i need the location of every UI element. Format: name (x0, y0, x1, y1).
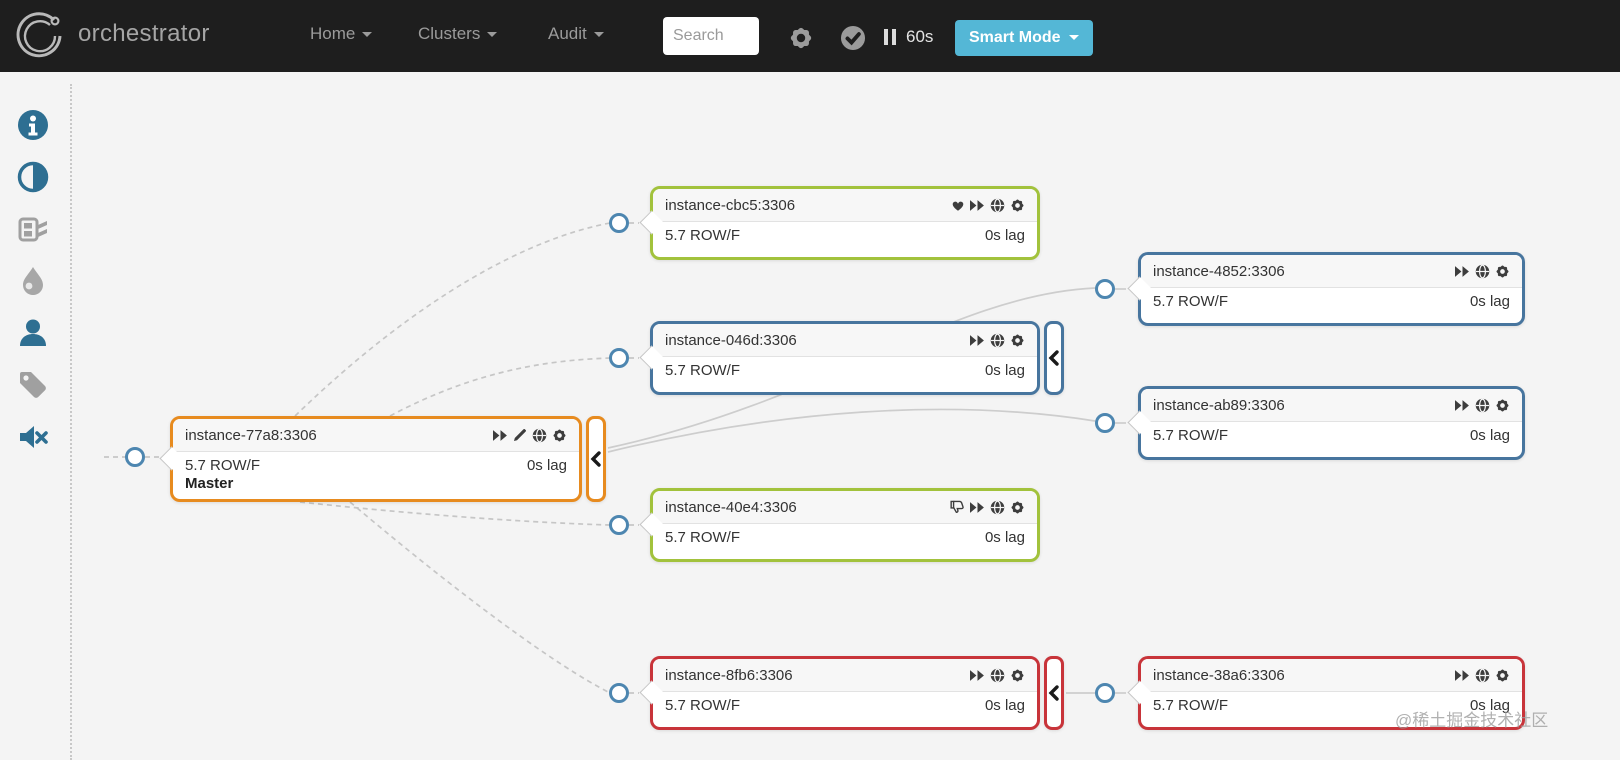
instance-version: 5.7 ROW/F (185, 457, 261, 474)
chevron-down-icon (593, 32, 604, 38)
globe-icon[interactable] (1475, 264, 1490, 279)
pencil-icon[interactable] (513, 428, 527, 442)
connector-circle (609, 213, 629, 233)
fast-forward-icon[interactable] (970, 334, 985, 347)
instance-title[interactable]: instance-77a8:3306 (185, 426, 317, 444)
instance-version: 5.7 ROW/F (1153, 697, 1229, 714)
gear-icon[interactable] (1010, 500, 1025, 515)
connector-circle (609, 515, 629, 535)
collapse-tab[interactable] (586, 416, 606, 502)
instance-lag: 0s lag (984, 362, 1025, 379)
top-navbar: orchestrator Home Clusters Audit 60s Sma… (0, 0, 1620, 72)
instance-node-master: instance-77a8:3306 5.7 ROW/F 0s lag Mast… (159, 416, 582, 502)
collapse-tab[interactable] (1044, 321, 1064, 395)
instance-title[interactable]: instance-046d:3306 (665, 331, 797, 349)
collapse-tab[interactable] (1044, 656, 1064, 730)
info-icon[interactable] (17, 109, 49, 141)
thumbs-down-icon[interactable] (950, 500, 965, 514)
gear-icon[interactable] (1495, 264, 1510, 279)
instance-lag: 0s lag (1469, 697, 1510, 714)
nav-clusters[interactable]: Clusters (418, 24, 498, 44)
fast-forward-icon[interactable] (970, 199, 985, 212)
orchestrator-logo-icon[interactable] (16, 11, 66, 61)
instance-title[interactable]: instance-ab89:3306 (1153, 396, 1285, 414)
instance-title[interactable]: instance-4852:3306 (1153, 262, 1285, 280)
refresh-interval: 60s (906, 27, 934, 46)
globe-icon[interactable] (1475, 668, 1490, 683)
sidebar-divider (70, 84, 72, 760)
globe-icon[interactable] (990, 668, 1005, 683)
connector-circle (1095, 413, 1115, 433)
connector-circle (609, 348, 629, 368)
chevron-down-icon (1068, 35, 1079, 41)
pool-drop-icon[interactable] (17, 265, 49, 297)
fast-forward-icon[interactable] (1455, 399, 1470, 412)
instance-title[interactable]: instance-8fb6:3306 (665, 666, 793, 684)
fast-forward-icon[interactable] (493, 429, 508, 442)
user-icon[interactable] (17, 317, 49, 349)
connector-circle (609, 683, 629, 703)
instance-lag: 0s lag (526, 457, 567, 474)
chevron-down-icon (362, 32, 373, 38)
globe-icon[interactable] (990, 198, 1005, 213)
instance-node: instance-4852:3306 5.7 ROW/F 0s lag (1127, 252, 1525, 326)
gear-icon[interactable] (1010, 198, 1025, 213)
instance-version: 5.7 ROW/F (665, 227, 741, 244)
instance-version: 5.7 ROW/F (665, 529, 741, 546)
search-input[interactable] (663, 17, 759, 55)
chevron-down-icon (487, 32, 498, 38)
tags-icon[interactable] (17, 369, 49, 401)
pause-icon[interactable] (884, 29, 898, 45)
instance-node: instance-ab89:3306 5.7 ROW/F 0s lag (1127, 386, 1525, 460)
instance-node: instance-cbc5:3306 5.7 ROW/F 0s lag (639, 186, 1040, 260)
instance-version: 5.7 ROW/F (1153, 427, 1229, 444)
connector-circle (125, 447, 145, 467)
ok-check-icon[interactable] (840, 25, 866, 51)
instance-lag: 0s lag (1469, 427, 1510, 444)
instance-node: instance-38a6:3306 5.7 ROW/F 0s lag (1127, 656, 1525, 730)
instance-version: 5.7 ROW/F (1153, 293, 1229, 310)
chevron-left-icon (1048, 685, 1059, 701)
globe-icon[interactable] (532, 428, 547, 443)
instance-node: instance-40e4:3306 5.7 ROW/F 0s lag (639, 488, 1040, 562)
instance-version: 5.7 ROW/F (665, 697, 741, 714)
fast-forward-icon[interactable] (970, 669, 985, 682)
globe-icon[interactable] (990, 333, 1005, 348)
chevron-left-icon (590, 451, 601, 467)
gear-icon[interactable] (1495, 398, 1510, 413)
connector-circle (1095, 279, 1115, 299)
instance-lag: 0s lag (1469, 293, 1510, 310)
gear-icon[interactable] (552, 428, 567, 443)
instance-title[interactable]: instance-cbc5:3306 (665, 196, 796, 214)
instance-title[interactable]: instance-38a6:3306 (1153, 666, 1285, 684)
instance-node: instance-046d:3306 5.7 ROW/F 0s lag (639, 321, 1040, 395)
compact-display-icon[interactable] (17, 213, 49, 245)
heart-icon[interactable] (951, 199, 965, 212)
connector-circle (1095, 683, 1115, 703)
instance-node: instance-8fb6:3306 5.7 ROW/F 0s lag (639, 656, 1040, 730)
chevron-left-icon (1048, 350, 1059, 366)
contrast-icon[interactable] (17, 161, 49, 193)
mute-alerts-icon[interactable] (17, 421, 49, 453)
fast-forward-icon[interactable] (1455, 669, 1470, 682)
watermark-text: @稀土掘金技术社区 (1395, 711, 1549, 730)
instance-lag: 0s lag (984, 227, 1025, 244)
fast-forward-icon[interactable] (1455, 265, 1470, 278)
globe-icon[interactable] (990, 500, 1005, 515)
nav-audit[interactable]: Audit (548, 24, 604, 44)
instance-title[interactable]: instance-40e4:3306 (665, 498, 797, 516)
instance-role: Master (185, 475, 234, 492)
gear-icon[interactable] (1010, 333, 1025, 348)
nav-home[interactable]: Home (310, 24, 373, 44)
fast-forward-icon[interactable] (970, 501, 985, 514)
instance-lag: 0s lag (984, 529, 1025, 546)
gear-icon[interactable] (1495, 668, 1510, 683)
brand-title[interactable]: orchestrator (78, 20, 210, 47)
gear-icon[interactable] (1010, 668, 1025, 683)
instance-version: 5.7 ROW/F (665, 362, 741, 379)
gear-icon[interactable] (788, 25, 814, 51)
globe-icon[interactable] (1475, 398, 1490, 413)
instance-lag: 0s lag (984, 697, 1025, 714)
smart-mode-button[interactable]: Smart Mode (955, 20, 1093, 56)
